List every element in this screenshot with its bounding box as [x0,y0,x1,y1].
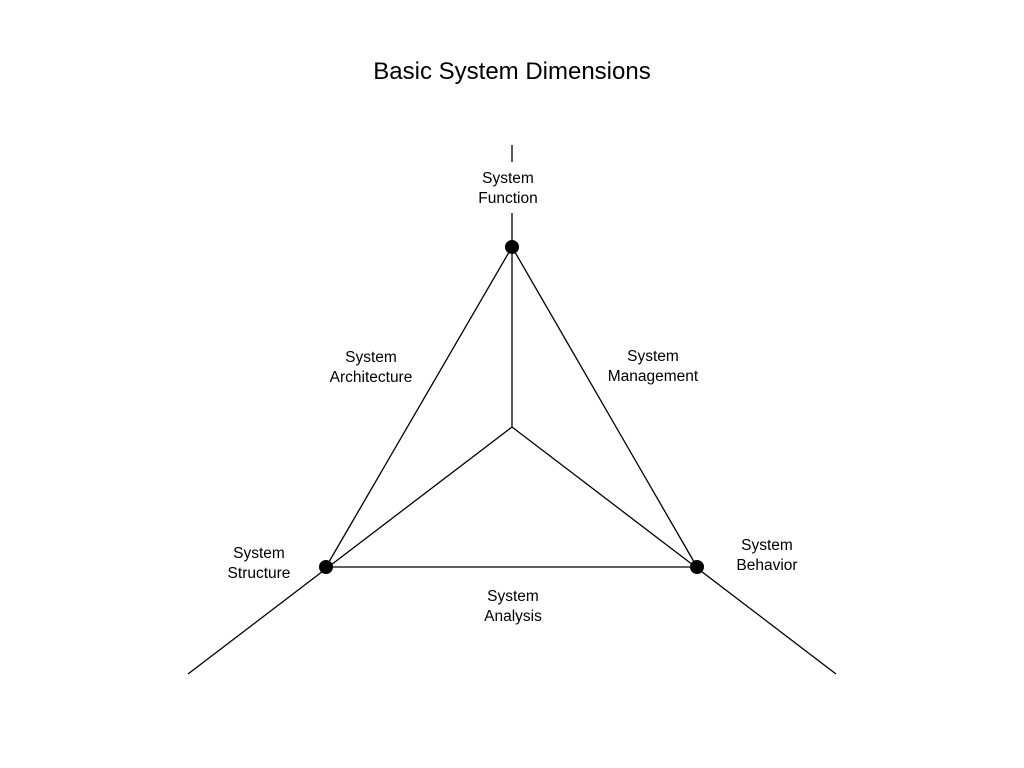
label-system-behavior: System Behavior [687,536,847,576]
label-line: Analysis [484,608,542,625]
vertex-function [505,240,519,254]
label-system-function: System Function [428,169,588,209]
label-line: System [487,588,539,605]
label-line: System [741,537,793,554]
label-line: Behavior [736,557,798,574]
label-line: System [482,170,534,187]
label-line: Management [607,368,699,385]
label-system-management: System Management [573,347,733,387]
label-line: Architecture [329,369,413,386]
edge-management [511,246,698,568]
axis-structure [187,426,513,675]
edge-architecture [325,246,513,568]
label-system-structure: System Structure [179,544,339,584]
axis-behavior [511,426,837,675]
label-line: System [233,545,285,562]
diagram-title: Basic System Dimensions [373,58,651,85]
label-line: System [345,349,397,366]
vertex-structure [319,560,333,574]
label-line: Structure [227,565,291,582]
label-line: Function [478,190,538,207]
vertex-behavior [690,560,704,574]
label-system-architecture: System Architecture [291,348,451,388]
label-line: System [627,348,679,365]
label-system-analysis: System Analysis [433,587,593,627]
